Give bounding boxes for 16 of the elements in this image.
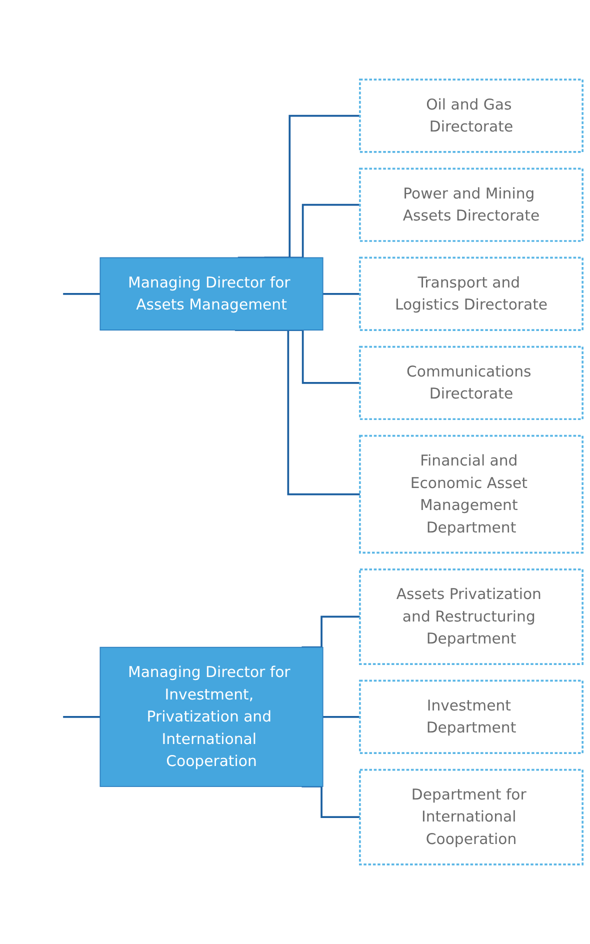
connector <box>302 786 360 818</box>
node-box: Transport and Logistics Directorate <box>359 256 584 331</box>
connector <box>322 292 360 295</box>
connector <box>322 716 360 718</box>
node-box: Oil and Gas Directorate <box>359 78 584 153</box>
node-box: Communications Directorate <box>359 346 584 420</box>
node-box: Investment Department <box>359 680 584 754</box>
node-box: Managing Director for Assets Management <box>100 257 324 331</box>
node-box: Financial and Economic Asset Management Department <box>359 434 584 554</box>
node-box: Assets Privatization and Restructuring Department <box>359 568 584 665</box>
connector <box>302 616 360 648</box>
connector <box>63 716 100 718</box>
node-box: Department for International Cooperation <box>359 768 584 866</box>
connector <box>63 292 100 295</box>
node-box: Managing Director for Investment, Privatization and International Cooperation <box>100 646 324 787</box>
node-box: Power and Mining Assets Directorate <box>359 168 584 242</box>
